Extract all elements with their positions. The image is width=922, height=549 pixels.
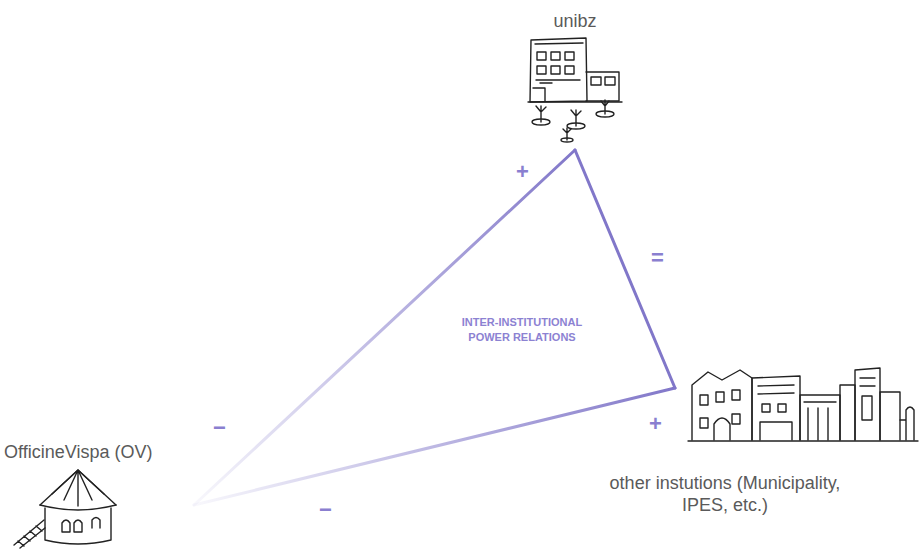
power-sign: + bbox=[516, 160, 529, 184]
power-sign: + bbox=[649, 412, 662, 436]
institution-name: OfficineVispa (OV) bbox=[4, 441, 152, 463]
power-sign: − bbox=[213, 416, 226, 440]
center-title: INTER-INSTITUTIONAL POWER RELATIONS bbox=[442, 315, 602, 345]
power-sign: = bbox=[651, 246, 664, 270]
institution-node: OfficineVispa (OV) bbox=[4, 435, 194, 545]
institution-node: unibz bbox=[500, 4, 650, 150]
institution-node: other instutions (Municipality, IPES, et… bbox=[597, 388, 853, 538]
unibz-building bbox=[528, 38, 622, 142]
relation-line bbox=[575, 150, 675, 388]
power-sign: − bbox=[319, 498, 332, 522]
institution-name: unibz bbox=[553, 10, 596, 32]
ov-silo bbox=[14, 470, 116, 548]
relation-line bbox=[194, 388, 675, 505]
institution-name: other instutions (Municipality, IPES, et… bbox=[605, 472, 845, 516]
other-institutions-buildings bbox=[688, 368, 918, 441]
